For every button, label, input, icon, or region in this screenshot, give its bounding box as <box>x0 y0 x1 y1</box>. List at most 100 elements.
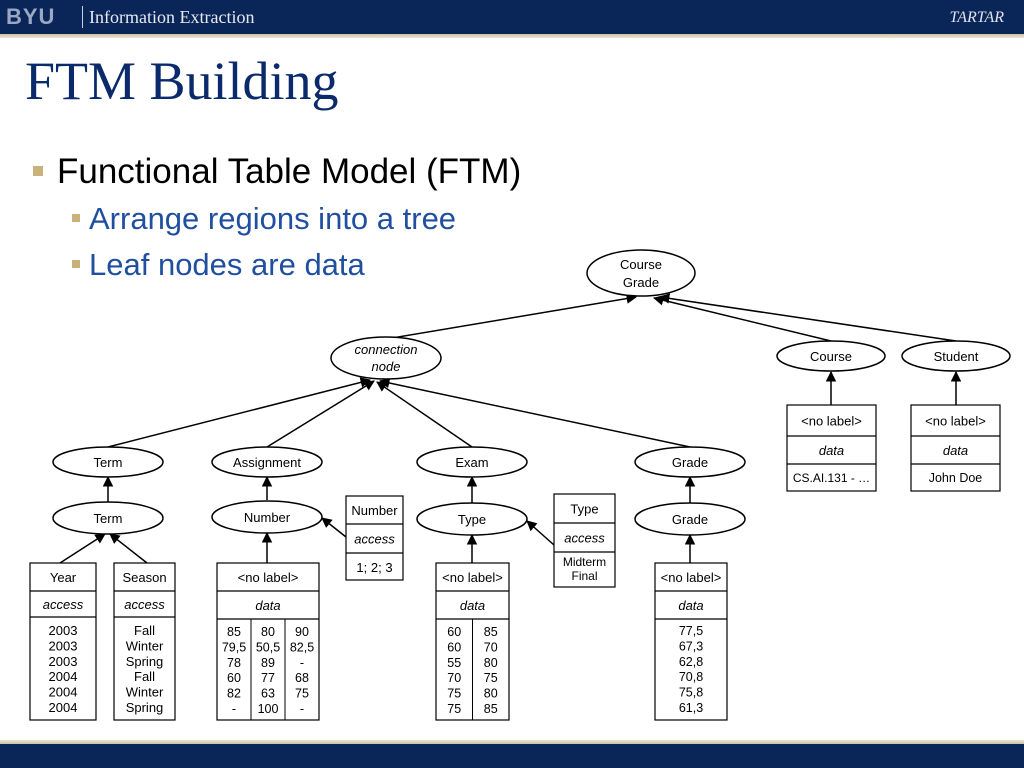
table-header: <no label> <box>238 570 299 585</box>
bullet-level-2: Leaf nodes are data <box>89 247 365 282</box>
grade-data-table-frame <box>654 562 728 721</box>
table-cell: 2004 <box>49 700 78 715</box>
table-cell: 2003 <box>49 623 78 638</box>
bullet-level-1: Functional Table Model (FTM) <box>57 152 522 191</box>
section-title: Information Extraction <box>89 7 255 27</box>
table-cell: 60 <box>227 671 241 685</box>
table-cell: 85 <box>484 625 498 639</box>
table-cell: - <box>300 656 304 670</box>
table-cell: 75 <box>295 687 309 701</box>
footer-bar <box>0 744 1024 768</box>
student-data-table-frame <box>910 404 1001 492</box>
table-cell: Winter <box>126 638 164 653</box>
exam-node <box>416 446 528 478</box>
season-table: SeasonaccessFallWinterSpringFallWinterSp… <box>113 562 176 721</box>
table-header: Season <box>122 570 166 585</box>
assignment-data-table: <no label>data8579,5786082-8050,58977631… <box>216 562 320 721</box>
edge-year-to-term <box>59 533 106 564</box>
table-cell: 85 <box>227 625 241 639</box>
table-header: <no label> <box>442 570 503 585</box>
root-node <box>586 249 696 297</box>
table-cell: Final <box>571 569 597 583</box>
table-role-label: access <box>564 531 605 546</box>
table-cell: 63 <box>261 687 275 701</box>
table-cell: 1; 2; 3 <box>356 560 392 575</box>
table-cell: 2004 <box>49 669 78 684</box>
tree-edges <box>59 293 962 564</box>
student-node <box>901 340 1011 372</box>
table-cell: 2003 <box>49 638 78 653</box>
table-cell: 60 <box>447 640 461 654</box>
table-cell: 79,5 <box>222 640 246 654</box>
assignment-label: Assignment <box>233 455 301 470</box>
table-cell: 50,5 <box>256 640 280 654</box>
type-label: Type <box>458 512 486 527</box>
table-cell: 90 <box>295 625 309 639</box>
number-access-table: Number access 1; 2; 3 <box>345 495 404 581</box>
edge-access-to-number <box>321 517 347 538</box>
year-table-frame <box>29 562 97 721</box>
table-role-label: data <box>255 598 280 613</box>
table-cell: Midterm <box>563 555 606 569</box>
number-label: Number <box>244 510 291 525</box>
table-cell: 68 <box>295 671 309 685</box>
table-cell: 2003 <box>49 654 78 669</box>
bullet-square-icon <box>33 166 43 176</box>
edge-grade-to-connection <box>378 377 691 448</box>
table-cell: John Doe <box>929 471 983 485</box>
grade-label: Grade <box>672 455 708 470</box>
byu-logo: BYU <box>6 4 56 29</box>
table-header: Year <box>50 570 77 585</box>
table-header: <no label> <box>661 570 722 585</box>
term-node <box>52 446 164 478</box>
table-role-label: data <box>943 443 968 458</box>
slide-title: FTM Building <box>25 51 339 111</box>
table-cell: 55 <box>447 656 461 670</box>
header-bar: BYU Information Extraction TARTAR <box>0 0 1024 34</box>
edge-assignment-to-connection <box>266 380 375 448</box>
connection-node <box>330 336 442 380</box>
sub-bullet-square-icon <box>72 214 80 222</box>
table-cell: 75 <box>484 671 498 685</box>
edge-term-to-connection <box>107 377 372 448</box>
number-access-table-frame <box>345 495 404 581</box>
table-role-label: access <box>43 597 84 612</box>
table-cell: 70,8 <box>679 670 703 684</box>
footer-rule <box>0 740 1024 744</box>
header-divider <box>82 6 83 28</box>
grade-child-label: Grade <box>672 512 708 527</box>
table-cell: CS.AI.131 - … <box>793 471 870 485</box>
table-role-label: access <box>354 532 395 547</box>
table-header: Type <box>570 502 598 517</box>
type-access-table-frame <box>553 493 616 588</box>
grade-node <box>634 446 746 478</box>
table-cell: 2004 <box>49 685 78 700</box>
table-header: <no label> <box>925 414 986 429</box>
table-cell: Fall <box>134 669 155 684</box>
table-cell: Spring <box>126 654 164 669</box>
table-header: Number <box>351 503 398 518</box>
course-label: Course <box>810 349 852 364</box>
table-cell: 89 <box>261 656 275 670</box>
table-role-label: data <box>460 598 485 613</box>
table-role-label: access <box>124 597 165 612</box>
header-rule <box>0 34 1024 38</box>
table-cell: 60 <box>447 625 461 639</box>
edge-connection-to-root <box>373 293 638 342</box>
header-tag: TARTAR <box>949 9 1004 26</box>
term-child-node <box>52 501 164 535</box>
table-cell: - <box>300 702 304 716</box>
table-cell: 75,8 <box>679 686 703 700</box>
student-label: Student <box>934 349 979 364</box>
table-cell: 75 <box>447 687 461 701</box>
table-cell: 70 <box>484 640 498 654</box>
edge-course-to-root <box>652 295 832 342</box>
ftm-tree-diagram: Course Grade connection node Course Stud… <box>29 249 1011 721</box>
number-node <box>211 500 323 534</box>
